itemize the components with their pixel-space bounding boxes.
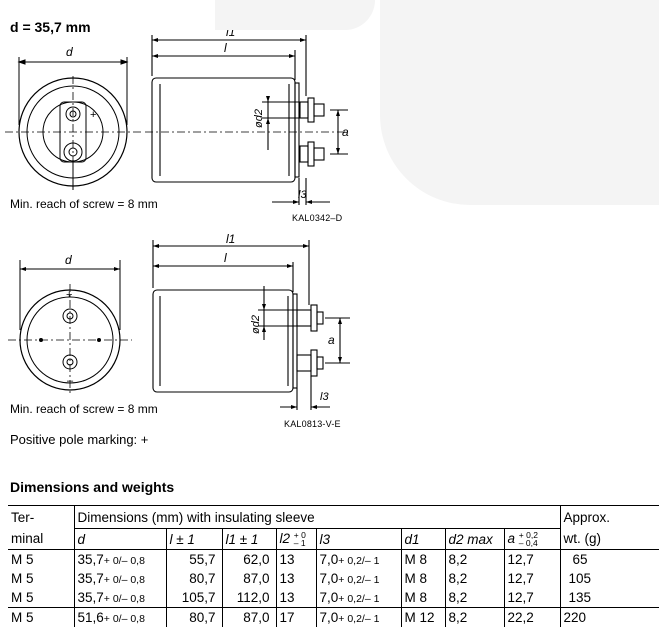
cell-d1: M 8	[400, 549, 445, 569]
cell-weight: 65	[559, 549, 659, 569]
cell-l: 80,7	[165, 569, 222, 588]
drawing1-label-l3: l3	[298, 189, 307, 201]
header-dimensions: Dimensions (mm) with insulating sleeve	[73, 505, 560, 529]
cell-l2: 13	[275, 549, 316, 569]
cell-terminal: M 5	[11, 610, 34, 625]
header-terminal-2: minal	[11, 531, 44, 547]
table-subheader-row: minal d l ± 1 l1 ± 1 l2 + 0– 1 l3 d1 d2 …	[8, 528, 659, 550]
cell-terminal: M 5	[11, 552, 34, 567]
drawing2-label-l3: l3	[320, 391, 329, 403]
cell-l3: 7,0+ 0,2/– 1	[315, 607, 401, 627]
header-l: l ± 1	[165, 528, 222, 550]
polarity-note: Positive pole marking: +	[10, 432, 149, 447]
drawing2-label-d2: ød2	[250, 315, 262, 334]
table-header-row: Ter- Dimensions (mm) with insulating sle…	[8, 505, 659, 529]
cell-l: 55,7	[165, 549, 222, 569]
cell-l1: 87,0	[221, 607, 276, 627]
cell-a: 12,7	[503, 549, 560, 569]
cell-l1: 87,0	[221, 569, 276, 588]
header-d2: d2 max	[444, 528, 504, 550]
drawing2-label-l: l	[224, 251, 227, 265]
cell-d: 35,7+ 0/– 0,8	[73, 588, 166, 608]
cell-a: 12,7	[503, 569, 560, 588]
cell-l2: 13	[275, 569, 316, 588]
drawing2-label-d: d	[65, 253, 72, 267]
cell-d2: 8,2	[444, 588, 504, 608]
cell-d2: 8,2	[444, 549, 504, 569]
header-l1: l1 ± 1	[221, 528, 276, 550]
cell-terminal: M 5	[11, 590, 34, 605]
cell-weight: 220	[559, 607, 659, 627]
background-panel	[380, 0, 659, 205]
drawing2-label-l1: l1	[226, 232, 235, 246]
cell-d2: 8,2	[444, 569, 504, 588]
drawing1-label-d: d	[66, 45, 73, 59]
cell-d1: M 8	[400, 569, 445, 588]
cell-a: 12,7	[503, 588, 560, 608]
cell-l3: 7,0+ 0,2/– 1	[315, 549, 401, 569]
drawing2-caption: Min. reach of screw = 8 mm	[10, 402, 158, 416]
header-weight: Approx.	[559, 505, 659, 529]
drawing1-label-l1: l1	[226, 30, 235, 39]
cell-l: 105,7	[165, 588, 222, 608]
header-d1: d1	[400, 528, 445, 550]
cell-d: 35,7+ 0/– 0,8	[73, 549, 166, 569]
cell-d: 35,7+ 0/– 0,8	[73, 569, 166, 588]
cell-l: 80,7	[165, 607, 222, 627]
background-panel	[215, 0, 375, 30]
drawing1-label-l: l	[224, 41, 227, 55]
plus-marker: +	[66, 289, 72, 301]
cell-weight: 105	[559, 569, 659, 588]
drawing1-label-d2: ød2	[253, 109, 265, 128]
header-l3: l3	[315, 528, 401, 550]
diameter-heading: d = 35,7 mm	[10, 19, 91, 35]
minus-marker: –	[67, 375, 74, 387]
cell-l3: 7,0+ 0,2/– 1	[315, 569, 401, 588]
drawing2-label-a: a	[328, 333, 335, 347]
header-weight-2: wt. (g)	[559, 528, 659, 550]
cell-terminal: M 5	[11, 571, 34, 586]
header-l2: l2 + 0– 1	[275, 528, 316, 550]
drawing1-caption: Min. reach of screw = 8 mm	[10, 197, 158, 211]
cell-d: 51,6+ 0/– 0,8	[73, 607, 166, 627]
cell-d1: M 8	[400, 588, 445, 608]
technical-drawing-2: d + –	[8, 232, 350, 410]
dimensions-table: Ter- Dimensions (mm) with insulating sle…	[8, 505, 659, 627]
header-terminal: Ter-	[11, 509, 35, 525]
header-a: a + 0,2– 0,4	[503, 528, 560, 550]
cell-d1: M 12	[400, 607, 445, 627]
plus-marker: +	[90, 109, 96, 121]
technical-drawing-1: d +	[5, 30, 349, 205]
drawing1-code: KAL0342–D	[292, 213, 343, 223]
cell-l1: 112,0	[221, 588, 276, 608]
header-d: d	[73, 528, 166, 550]
cell-a: 22,2	[503, 607, 560, 627]
drawing1-label-a: a	[342, 125, 349, 139]
cell-weight: 135	[559, 588, 659, 608]
cell-d2: 8,2	[444, 607, 504, 627]
cell-l2: 17	[275, 607, 316, 627]
section-title: Dimensions and weights	[10, 479, 175, 495]
drawing2-code: KAL0813-V-E	[284, 419, 341, 429]
cell-l3: 7,0+ 0,2/– 1	[315, 588, 401, 608]
cell-l1: 62,0	[221, 549, 276, 569]
cell-l2: 13	[275, 588, 316, 608]
